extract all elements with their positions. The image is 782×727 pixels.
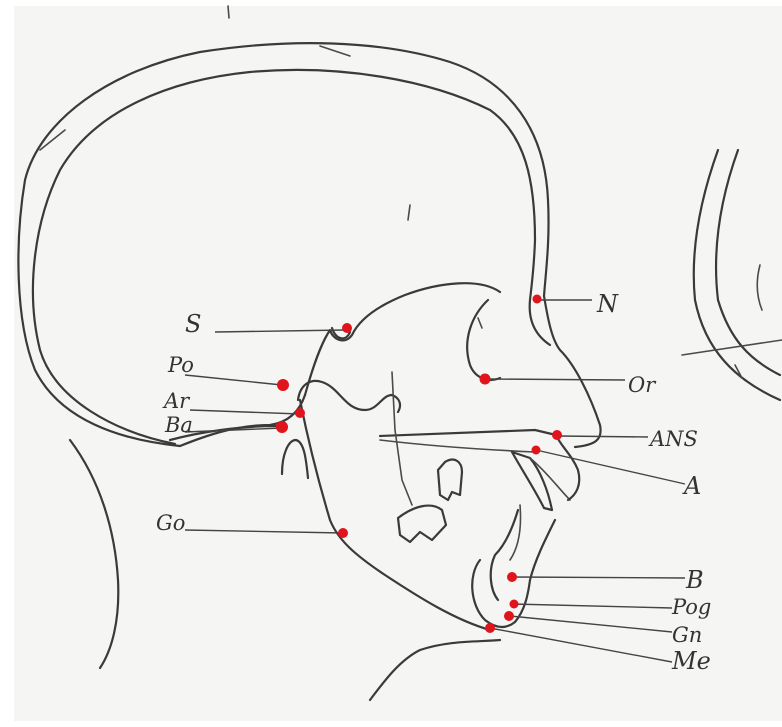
leader-Or (490, 379, 625, 380)
dot-Or (480, 374, 491, 385)
label-Pog: Pog (671, 595, 711, 619)
dot-S (342, 323, 352, 333)
leader-ANS (558, 436, 648, 437)
dot-B (507, 572, 517, 582)
label-Or: Or (628, 373, 657, 397)
label-Ba: Ba (164, 413, 193, 437)
label-A: A (682, 472, 701, 500)
leader-B (512, 577, 685, 578)
label-Gn: Gn (672, 623, 702, 647)
dot-Ar (295, 408, 305, 418)
label-N: N (596, 290, 619, 318)
label-B: B (685, 566, 704, 594)
label-S: S (185, 310, 201, 338)
dot-Me (485, 623, 495, 633)
stray-mark (228, 6, 229, 18)
dot-Gn (504, 611, 514, 621)
paper-sheet (14, 6, 782, 721)
label-Ar: Ar (162, 389, 191, 413)
dot-N (533, 295, 542, 304)
dot-Po (277, 379, 289, 391)
dot-Pog (510, 600, 519, 609)
dot-A (532, 446, 541, 455)
dot-ANS (552, 430, 562, 440)
dot-Ba (276, 421, 288, 433)
label-ANS: ANS (648, 427, 698, 451)
label-Po: Po (167, 353, 194, 377)
label-Go: Go (156, 511, 185, 535)
dot-Go (338, 528, 348, 538)
label-Me: Me (671, 647, 711, 675)
